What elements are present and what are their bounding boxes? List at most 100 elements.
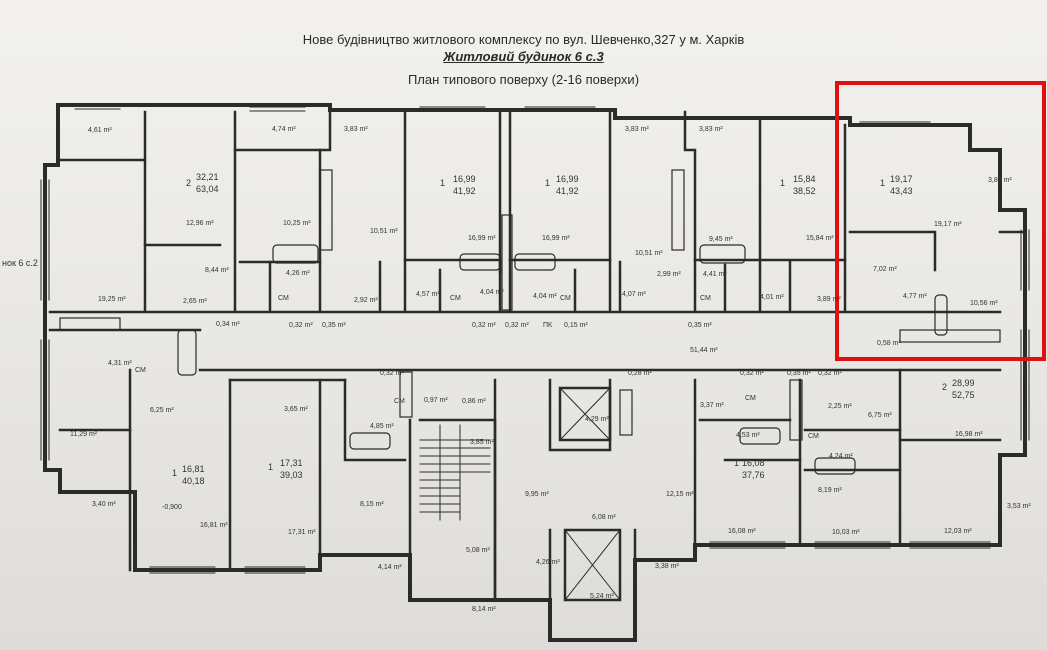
apartment-living-area: 16,99: [556, 174, 579, 184]
room-area: 12,03 m²: [944, 528, 972, 535]
kitchen-units: [59, 169, 1001, 441]
apartment-rooms: 1: [268, 462, 273, 472]
sanitary-labels: СМ СМ СМ СМ СМ СМ СМ СМ ПК: [135, 295, 819, 440]
apartment-rooms: 1: [545, 178, 550, 188]
outer-walls: [43, 103, 1027, 642]
plan-title-line1: Нове будівництво житлового комплексу по …: [302, 32, 745, 47]
room-area: 4,57 m²: [416, 291, 440, 298]
room-area-labels: 4,61 m² 4,74 m² 3,83 m² 3,83 m² 3,83 m² …: [70, 126, 1031, 613]
room-area: 0,34 m²: [216, 321, 240, 328]
room-area: 6,25 m²: [150, 407, 174, 414]
room-area: 2,25 m²: [828, 403, 852, 410]
room-area: 16,81 m²: [200, 522, 228, 529]
room-area: 0,97 m²: [424, 397, 448, 404]
room-area: 4,61 m²: [88, 127, 112, 134]
sanitary-label: СМ: [808, 433, 819, 440]
apartment-label: 1 17,31 39,03: [268, 458, 303, 480]
apartment-total-area: 40,18: [182, 476, 205, 486]
room-area: 2,65 m²: [183, 298, 207, 305]
apartment-label: 1 16,08 37,76: [734, 458, 765, 480]
room-area: 4,77 m²: [903, 293, 927, 300]
apartment-total-area: 39,03: [280, 470, 303, 480]
room-area: 4,04 m²: [480, 289, 504, 296]
room-area: 12,96 m²: [186, 220, 214, 227]
room-area: 4,04 m²: [533, 293, 557, 300]
room-area: 0,32 m²: [818, 370, 842, 377]
apartment-rooms: 2: [186, 178, 191, 188]
apartment-label: 1 16,99 41,92: [545, 174, 579, 196]
room-area: 7,02 m²: [873, 266, 897, 273]
room-area: 16,98 m²: [955, 431, 983, 438]
apartment-living-area: 17,31: [280, 458, 303, 468]
apartment-label: 1 15,84 38,52: [780, 174, 816, 196]
room-area: 3,83 m²: [988, 177, 1012, 184]
apartment-living-area: 32,21: [196, 172, 219, 182]
upper-partitions: [58, 108, 1027, 312]
room-area: 4,24 m²: [829, 453, 853, 460]
apartment-living-area: 15,84: [793, 174, 816, 184]
room-area: 16,99 m²: [468, 235, 496, 242]
room-area: 4,26 m²: [536, 559, 560, 566]
room-area: 3,37 m²: [700, 402, 724, 409]
apartment-total-area: 41,92: [453, 186, 476, 196]
apartment-rooms: 2: [942, 382, 947, 392]
bathtubs: [177, 244, 948, 475]
room-area: 10,03 m²: [832, 529, 860, 536]
room-area: 0,32 m²: [380, 370, 404, 377]
sanitary-label: СМ: [394, 398, 405, 405]
neighbor-building-label: нок 6 с.2: [2, 258, 38, 268]
sanitary-label: СМ: [450, 295, 461, 302]
apartment-total-area: 52,75: [952, 390, 975, 400]
room-area: 3,53 m²: [1007, 503, 1031, 510]
sanitary-label: СМ: [700, 295, 711, 302]
room-area: 0,58 m²: [877, 340, 901, 347]
apartment-living-area: 16,99: [453, 174, 476, 184]
apartment-label: 2 32,21 63,04: [186, 172, 219, 194]
room-area: 16,99 m²: [542, 235, 570, 242]
apartment-label: 1 16,81 40,18: [172, 464, 205, 486]
corridor-walls: [48, 310, 1002, 372]
room-area: 3,83 m²: [699, 126, 723, 133]
room-area: 19,17 m²: [934, 221, 962, 228]
room-area: 0,28 m²: [628, 370, 652, 377]
room-area: 4,01 m²: [760, 294, 784, 301]
sanitary-label: СМ: [560, 295, 571, 302]
plan-title-line2: Житловий будинок 6 с.3: [443, 49, 604, 64]
apartment-rooms: 1: [880, 178, 885, 188]
room-area: 8,14 m²: [472, 606, 496, 613]
apartment-label: 2 28,99 52,75: [942, 378, 975, 400]
room-area: 3,85 m²: [470, 439, 494, 446]
room-area: 11,29 m²: [70, 431, 98, 438]
lower-partitions: [58, 368, 1002, 602]
room-area: 5,24 m²: [590, 593, 614, 600]
highlight-frame: [835, 81, 1046, 361]
apartment-total-area: 63,04: [196, 184, 219, 194]
sanitary-label: СМ: [278, 295, 289, 302]
room-area: 12,15 m²: [666, 491, 694, 498]
sanitary-label: СМ: [135, 367, 146, 374]
room-area: 51,44 m²: [690, 347, 718, 354]
plan-title-line3: План типового поверху (2-16 поверхи): [407, 72, 640, 87]
room-area: 0,32 m²: [740, 370, 764, 377]
room-area: 15,84 m²: [806, 235, 834, 242]
room-area: 4,26 m²: [286, 270, 310, 277]
room-area: 3,89 m²: [817, 296, 841, 303]
room-area: 2,99 m²: [657, 271, 681, 278]
sanitary-label: СМ: [745, 395, 756, 402]
apartment-total-area: 41,92: [556, 186, 579, 196]
room-area: 3,83 m²: [625, 126, 649, 133]
room-area: 19,25 m²: [98, 296, 126, 303]
room-area: 10,51 m²: [370, 228, 398, 235]
stair-treads: [419, 387, 621, 601]
room-area: 4,53 m²: [736, 432, 760, 439]
room-area: 2,92 m²: [354, 297, 378, 304]
room-area: 5,08 m²: [466, 547, 490, 554]
room-area: 0,32 m²: [289, 322, 313, 329]
apartment-living-area: 28,99: [952, 378, 975, 388]
room-area: 4,07 m²: [622, 291, 646, 298]
window-marks: [40, 104, 1030, 574]
room-area: 17,31 m²: [288, 529, 316, 536]
apartment-living-area: 19,17: [890, 174, 913, 184]
room-area: 8,15 m²: [360, 501, 384, 508]
